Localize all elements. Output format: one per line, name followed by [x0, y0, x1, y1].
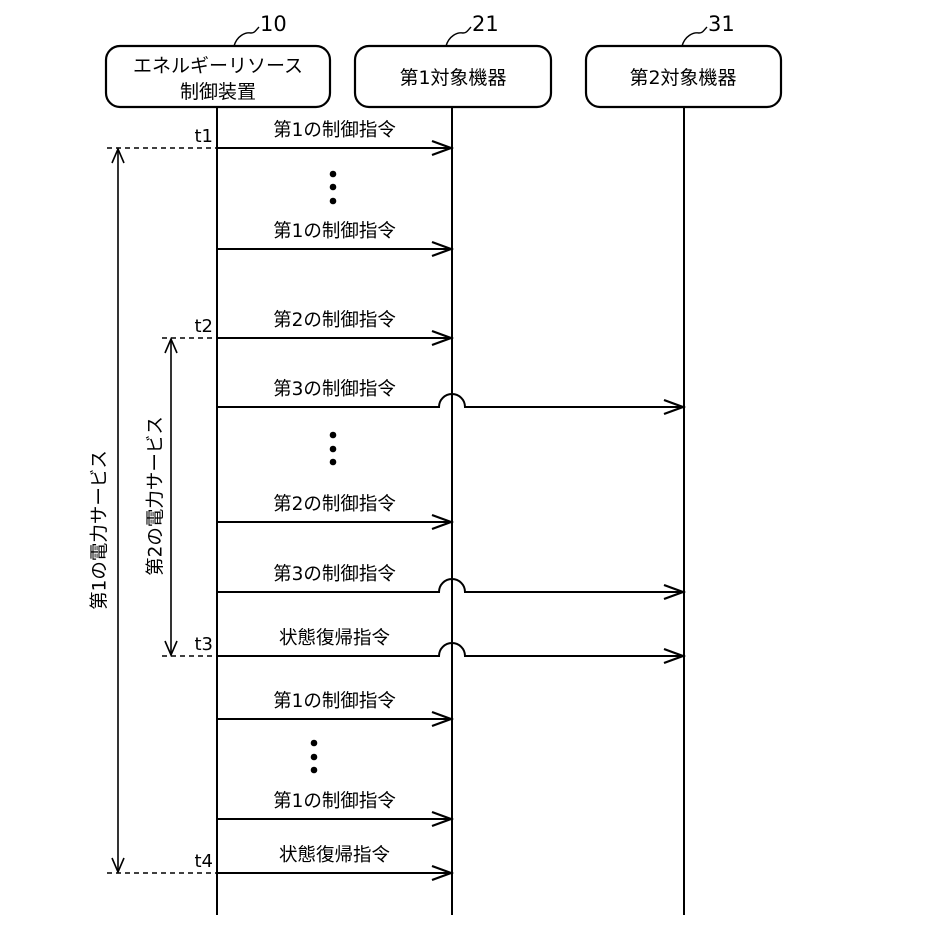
- message-label: 第1の制御指令: [273, 791, 396, 812]
- service-period-label: 第2の電力サービス: [146, 416, 167, 576]
- message-arrow: 第3の制御指令: [217, 379, 687, 416]
- time-label: t3: [194, 634, 213, 655]
- message-label: 状態復帰指令: [279, 628, 390, 649]
- message-line-with-crossing-hop: [217, 578, 683, 593]
- message-arrow: 第1の制御指令: [217, 120, 455, 157]
- arrowhead-down-icon: [111, 857, 125, 875]
- message-label: 第1の制御指令: [273, 221, 396, 242]
- time-marker-t4: t4: [107, 851, 217, 874]
- message-line-with-crossing-hop: [217, 642, 683, 657]
- reference-leader-line: [445, 26, 472, 47]
- message-label: 第3の制御指令: [273, 564, 396, 585]
- time-label: t4: [194, 851, 213, 872]
- message-label: 第1の制御指令: [273, 120, 396, 141]
- service-periods: 第1の電力サービス 第2の電力サービス: [90, 146, 178, 875]
- arrowhead-icon: [663, 647, 687, 665]
- time-label: t2: [194, 316, 213, 337]
- arrowhead-icon: [431, 864, 455, 882]
- continuation-ellipses: [310, 170, 337, 774]
- message-arrow: 第3の制御指令: [217, 564, 687, 601]
- reference-leader-line: [233, 26, 260, 47]
- ellipsis-dot: [329, 445, 337, 453]
- arrowhead-icon: [431, 710, 455, 728]
- arrowhead-icon: [431, 810, 455, 828]
- ellipsis-dot: [329, 458, 337, 466]
- time-marker-t1: t1: [107, 126, 217, 149]
- arrowhead-up-icon: [111, 146, 125, 164]
- service-period-label: 第1の電力サービス: [90, 450, 111, 610]
- participant-first-target-device: 21 第1対象機器: [353, 12, 553, 109]
- arrowhead-icon: [431, 329, 455, 347]
- vertical-ellipsis-icon: [310, 739, 318, 774]
- vertical-ellipsis-icon: [329, 170, 337, 205]
- reference-number: 31: [708, 12, 735, 36]
- message-arrow: 状態復帰指令: [217, 845, 455, 882]
- ellipsis-dot: [329, 197, 337, 205]
- arrowhead-icon: [663, 398, 687, 416]
- participant-label: 第1対象機器: [399, 67, 506, 89]
- messages: 第1の制御指令第1の制御指令第2の制御指令第3の制御指令第2の制御指令第3の制御…: [217, 120, 687, 882]
- time-marker-t2: t2: [162, 316, 217, 339]
- ellipsis-dot: [310, 766, 318, 774]
- ellipsis-dot: [310, 753, 318, 761]
- message-arrow: 第1の制御指令: [217, 691, 455, 728]
- message-label: 第2の制御指令: [273, 494, 396, 515]
- arrowhead-up-icon: [164, 336, 178, 354]
- participant-second-target-device: 31 第2対象機器: [584, 12, 783, 109]
- message-arrow: 第1の制御指令: [217, 791, 455, 828]
- reference-leader-line: [681, 26, 708, 47]
- reference-number: 10: [260, 12, 287, 36]
- message-label: 第2の制御指令: [273, 310, 396, 331]
- arrowhead-icon: [431, 240, 455, 258]
- arrowhead-down-icon: [164, 640, 178, 658]
- service-period-2: 第2の電力サービス: [146, 336, 178, 658]
- arrowhead-icon: [431, 139, 455, 157]
- ellipsis-dot: [310, 739, 318, 747]
- arrowhead-icon: [431, 513, 455, 531]
- message-arrow: 第1の制御指令: [217, 221, 455, 258]
- ellipsis-dot: [329, 431, 337, 439]
- ellipsis-dot: [329, 183, 337, 191]
- message-label: 状態復帰指令: [279, 845, 390, 866]
- participant-energy-resource-controller: 10 エネルギーリソース 制御装置: [104, 12, 332, 109]
- participant-label-line2: 制御装置: [180, 81, 256, 103]
- participant-label: 第2対象機器: [629, 67, 736, 89]
- ellipsis-dot: [329, 170, 337, 178]
- participant-label-line1: エネルギーリソース: [133, 55, 303, 77]
- message-arrow: 第2の制御指令: [217, 310, 455, 347]
- message-label: 第3の制御指令: [273, 379, 396, 400]
- vertical-ellipsis-icon: [329, 431, 337, 466]
- message-line-with-crossing-hop: [217, 393, 683, 408]
- reference-number: 21: [472, 12, 499, 36]
- message-arrow: 状態復帰指令: [217, 628, 687, 665]
- service-period-1: 第1の電力サービス: [90, 146, 125, 875]
- message-arrow: 第2の制御指令: [217, 494, 455, 531]
- message-label: 第1の制御指令: [273, 691, 396, 712]
- arrowhead-icon: [663, 583, 687, 601]
- time-label: t1: [194, 126, 213, 147]
